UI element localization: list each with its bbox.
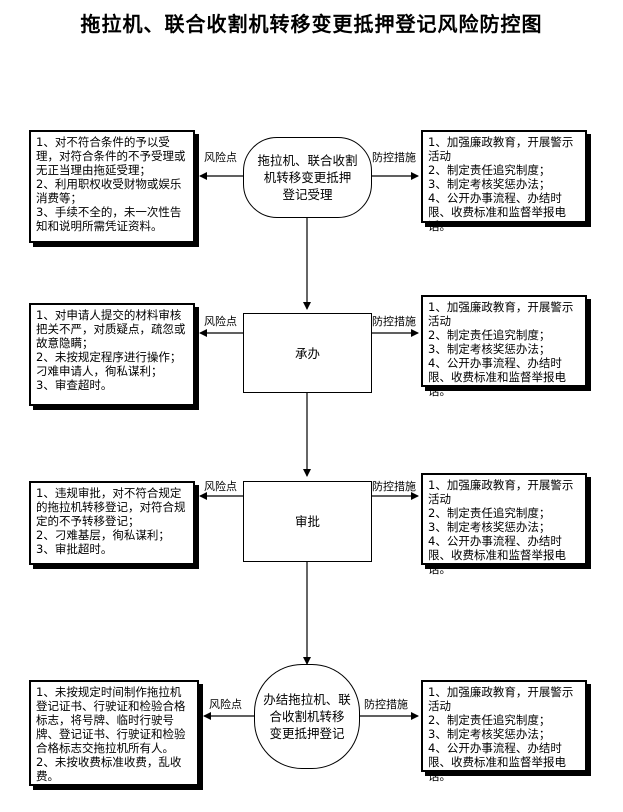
- prevention-item: 4、公开办事流程、办结时限、收费标准和监督举报电话。: [428, 191, 566, 233]
- prevention-item: 3、制定考核奖惩办法；: [428, 727, 551, 741]
- risk-item: 1、未按规定时间制作拖拉机登记证书、行驶证和检验合格标志，将号牌、临时行驶号牌、…: [36, 685, 186, 755]
- prevention-item: 1、加强廉政教育，开展警示活动: [428, 135, 574, 163]
- prevention-item: 4、公开办事流程、办结时限、收费标准和监督举报电话。: [428, 534, 566, 576]
- risk-item: 1、违规审批，对不符合规定的拖拉机转移登记，对符合规定的不予转移登记；: [36, 486, 186, 528]
- process-node-handle: 承办: [243, 313, 372, 393]
- risk-label: 风险点: [204, 151, 237, 164]
- prevention-item: 3、制定考核奖惩办法；: [428, 342, 551, 356]
- prevention-item: 3、制定考核奖惩办法；: [428, 520, 551, 534]
- risk-box-4: 1、未按规定时间制作拖拉机登记证书、行驶证和检验合格标志，将号牌、临时行驶号牌、…: [29, 680, 199, 786]
- risk-label: 风险点: [209, 698, 242, 711]
- risk-item: 3、手续不全的，未一次性告知和说明所需凭证资料。: [36, 205, 182, 233]
- risk-label: 风险点: [204, 480, 237, 493]
- prevention-box-2: 1、加强廉政教育，开展警示活动 2、制定责任追究制度； 3、制定考核奖惩办法； …: [421, 295, 587, 398]
- process-node-approve: 审批: [243, 481, 372, 562]
- prevention-label: 防控措施: [364, 698, 408, 711]
- node-text: 变更抵押登记: [269, 726, 345, 741]
- prevention-box-1: 1、加强廉政教育，开展警示活动 2、制定责任追究制度； 3、制定考核奖惩办法； …: [421, 130, 587, 233]
- prevention-item: 4、公开办事流程、办结时限、收费标准和监督举报电话。: [428, 741, 566, 783]
- prevention-item: 1、加强廉政教育，开展警示活动: [428, 478, 574, 506]
- risk-item: 3、审批超时。: [36, 542, 113, 556]
- risk-box-1: 1、对不符合条件的予以受理，对符合条件的不予受理或无正当理由拖延受理； 2、利用…: [29, 130, 195, 243]
- risk-item: 2、刁难基层，徇私谋利；: [36, 528, 170, 542]
- risk-box-2: 1、对申请人提交的材料审核把关不严，对质疑点，疏忽或故意隐瞒； 2、未按规定程序…: [29, 303, 195, 406]
- node-text: 拖拉机、联合收割: [257, 153, 358, 168]
- risk-item: 1、对申请人提交的材料审核把关不严，对质疑点，疏忽或故意隐瞒；: [36, 308, 186, 350]
- prevention-label: 防控措施: [372, 151, 416, 164]
- prevention-item: 2、制定责任追究制度；: [428, 328, 551, 342]
- page-title: 拖拉机、联合收割机转移变更抵押登记风险防控图: [80, 12, 543, 36]
- risk-box-3: 1、违规审批，对不符合规定的拖拉机转移登记，对符合规定的不予转移登记； 2、刁难…: [29, 481, 195, 565]
- process-node-complete: 办结拖拉机、联 合收割机转移 变更抵押登记: [254, 664, 360, 769]
- prevention-item: 2、制定责任追究制度；: [428, 506, 551, 520]
- node-text: 机转移变更抵押: [263, 170, 352, 185]
- node-text: 登记受理: [282, 187, 333, 202]
- prevention-item: 3、制定考核奖惩办法；: [428, 177, 551, 191]
- node-text: 合收割机转移: [269, 709, 345, 724]
- risk-item: 2、未按收费标准收费，乱收费。: [36, 755, 182, 783]
- node-text: 办结拖拉机、联: [263, 692, 351, 707]
- risk-item: 2、利用职权收受财物或娱乐消费等；: [36, 177, 182, 205]
- prevention-item: 1、加强廉政教育，开展警示活动: [428, 300, 574, 328]
- risk-item: 3、审查超时。: [36, 378, 113, 392]
- prevention-item: 4、公开办事流程、办结时限、收费标准和监督举报电话。: [428, 356, 566, 398]
- process-node-accept: 拖拉机、联合收割 机转移变更抵押 登记受理: [243, 137, 372, 218]
- prevention-item: 2、制定责任追究制度；: [428, 713, 551, 727]
- node-text: 承办: [294, 345, 320, 361]
- prevention-item: 1、加强廉政教育，开展警示活动: [428, 685, 574, 713]
- risk-label: 风险点: [204, 315, 237, 328]
- prevention-box-3: 1、加强廉政教育，开展警示活动 2、制定责任追究制度； 3、制定考核奖惩办法； …: [421, 473, 587, 576]
- node-text: 审批: [294, 514, 320, 529]
- prevention-label: 防控措施: [372, 315, 416, 328]
- risk-item: 1、对不符合条件的予以受理，对符合条件的不予受理或无正当理由拖延受理；: [36, 135, 186, 177]
- prevention-box-4: 1、加强廉政教育，开展警示活动 2、制定责任追究制度； 3、制定考核奖惩办法； …: [421, 680, 587, 783]
- prevention-item: 2、制定责任追究制度；: [428, 163, 551, 177]
- prevention-label: 防控措施: [372, 480, 416, 493]
- risk-item: 2、未按规定程序进行操作；刁难申请人，徇私谋利；: [36, 350, 182, 378]
